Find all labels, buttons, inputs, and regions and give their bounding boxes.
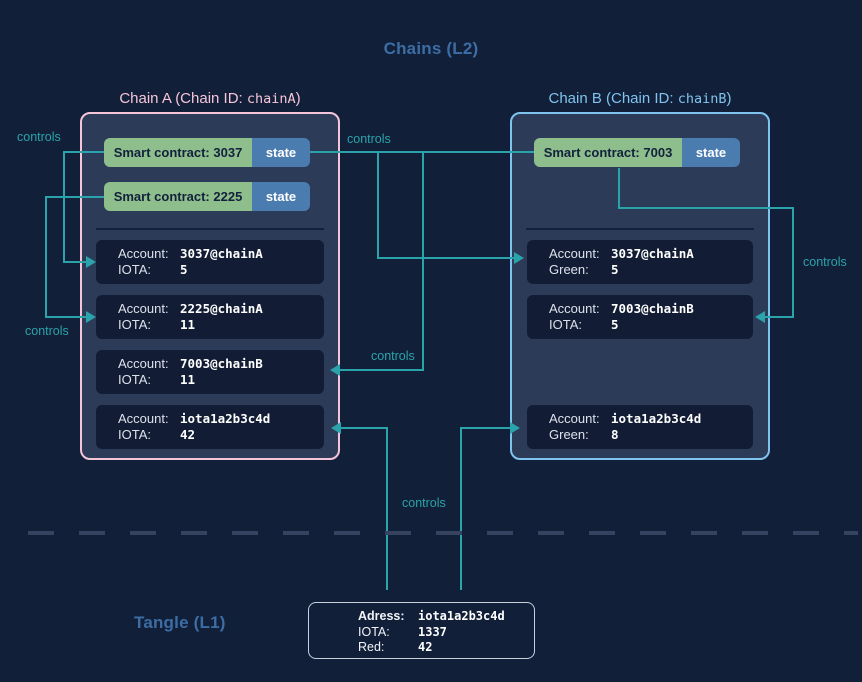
chain-a-title-prefix: Chain A (Chain ID: xyxy=(119,90,247,107)
controls-line xyxy=(63,151,104,153)
l1-address-box: Adress: iota1a2b3c4d IOTA: 1337 Red: 42 xyxy=(308,602,535,659)
chain-b-account-2: Account: 7003@chainB IOTA: 5 xyxy=(527,295,753,339)
controls-line xyxy=(460,427,512,429)
account-key: Account: xyxy=(118,356,169,371)
chain-a-id: chainA xyxy=(246,91,296,107)
arrowhead-left-icon xyxy=(331,422,341,434)
balance-value: 11 xyxy=(180,372,196,387)
controls-line xyxy=(45,316,87,318)
controls-label: controls xyxy=(17,130,61,144)
controls-line xyxy=(386,427,388,590)
l1-heading: Tangle (L1) xyxy=(134,613,226,632)
section-divider xyxy=(526,228,754,230)
state-badge: state xyxy=(682,138,740,167)
chain-a-smart-contract-3037: Smart contract: 3037 state xyxy=(104,138,310,167)
balance-key: IOTA: xyxy=(118,427,151,442)
iota-key: IOTA: xyxy=(358,624,390,639)
account-key: Account: xyxy=(118,301,169,316)
controls-line xyxy=(792,207,794,318)
balance-key: IOTA: xyxy=(549,317,582,332)
account-value: 7003@chainB xyxy=(180,356,263,371)
account-key: Account: xyxy=(549,301,600,316)
account-key: Account: xyxy=(118,246,169,261)
controls-line xyxy=(422,151,424,371)
smart-contract-label: Smart contract: 3037 xyxy=(104,138,252,167)
smart-contract-label: Smart contract: 7003 xyxy=(534,138,682,167)
balance-key: IOTA: xyxy=(118,317,151,332)
controls-label: controls xyxy=(25,324,69,338)
balance-key: Green: xyxy=(549,262,589,277)
layer-separator-dashed-line xyxy=(28,531,858,535)
balance-value: 11 xyxy=(180,317,196,332)
controls-line xyxy=(377,151,379,259)
controls-line xyxy=(618,207,794,209)
chain-b-container: Smart contract: 7003 state Account: 3037@… xyxy=(510,112,770,460)
account-key: Account: xyxy=(549,411,600,426)
controls-line xyxy=(63,261,87,263)
section-divider xyxy=(96,228,324,230)
smart-contract-label: Smart contract: 2225 xyxy=(104,182,252,211)
chain-a-account-1: Account: 3037@chainA IOTA: 5 xyxy=(96,240,324,284)
chain-b-title: Chain B (Chain ID: chainB) xyxy=(510,90,770,107)
balance-key: IOTA: xyxy=(118,262,151,277)
account-value: 2225@chainA xyxy=(180,301,263,316)
balance-value: 8 xyxy=(611,427,619,442)
balance-value: 5 xyxy=(180,262,188,277)
chain-a-title: Chain A (Chain ID: chainA) xyxy=(80,90,340,107)
chain-b-title-suffix: ) xyxy=(726,90,732,107)
chain-b-account-3: Account: iota1a2b3c4d Green: 8 xyxy=(527,405,753,449)
chain-b-title-prefix: Chain B (Chain ID: xyxy=(548,90,678,107)
controls-label: controls xyxy=(402,496,446,510)
arrowhead-left-icon xyxy=(755,311,765,323)
chain-b-id: chainB xyxy=(677,91,727,107)
account-value: iota1a2b3c4d xyxy=(180,411,271,426)
arrowhead-right-icon xyxy=(510,422,520,434)
arrowhead-right-icon xyxy=(86,311,96,323)
arrowhead-left-icon xyxy=(330,364,340,376)
arrowhead-right-icon xyxy=(86,256,96,268)
state-badge: state xyxy=(252,182,310,211)
controls-line xyxy=(45,196,104,198)
chain-a-container: Smart contract: 3037 state Smart contrac… xyxy=(80,112,340,460)
red-value: 42 xyxy=(418,640,433,654)
controls-line xyxy=(63,151,65,263)
balance-value: 5 xyxy=(611,317,619,332)
balance-key: Green: xyxy=(549,427,589,442)
account-value: iota1a2b3c4d xyxy=(611,411,702,426)
iota-value: 1337 xyxy=(418,624,447,639)
address-value: iota1a2b3c4d xyxy=(418,609,505,623)
controls-label: controls xyxy=(371,349,415,363)
arrowhead-right-icon xyxy=(514,252,524,264)
controls-line xyxy=(618,168,620,209)
account-key: Account: xyxy=(118,411,169,426)
controls-line xyxy=(377,257,515,259)
controls-line xyxy=(341,427,388,429)
red-key: Red: xyxy=(358,640,385,654)
balance-value: 42 xyxy=(180,427,196,442)
l2-heading: Chains (L2) xyxy=(383,39,479,58)
controls-label: controls xyxy=(347,132,391,146)
controls-line xyxy=(765,316,794,318)
balance-value: 5 xyxy=(611,262,619,277)
chain-a-smart-contract-2225: Smart contract: 2225 state xyxy=(104,182,310,211)
balance-key: IOTA: xyxy=(118,372,151,387)
chain-a-title-suffix: ) xyxy=(295,90,301,107)
chain-a-account-3: Account: 7003@chainB IOTA: 11 xyxy=(96,350,324,394)
account-key: Account: xyxy=(549,246,600,261)
controls-line xyxy=(340,369,424,371)
state-badge: state xyxy=(252,138,310,167)
account-value: 7003@chainB xyxy=(611,301,694,316)
chain-a-account-4: Account: iota1a2b3c4d IOTA: 42 xyxy=(96,405,324,449)
address-key: Adress: xyxy=(358,609,405,623)
controls-line xyxy=(460,427,462,590)
chain-a-account-2: Account: 2225@chainA IOTA: 11 xyxy=(96,295,324,339)
account-value: 3037@chainA xyxy=(180,246,263,261)
chain-b-account-1: Account: 3037@chainA Green: 5 xyxy=(527,240,753,284)
controls-line xyxy=(45,196,47,318)
chain-b-smart-contract-7003: Smart contract: 7003 state xyxy=(534,138,740,167)
controls-label: controls xyxy=(803,255,847,269)
account-value: 3037@chainA xyxy=(611,246,694,261)
